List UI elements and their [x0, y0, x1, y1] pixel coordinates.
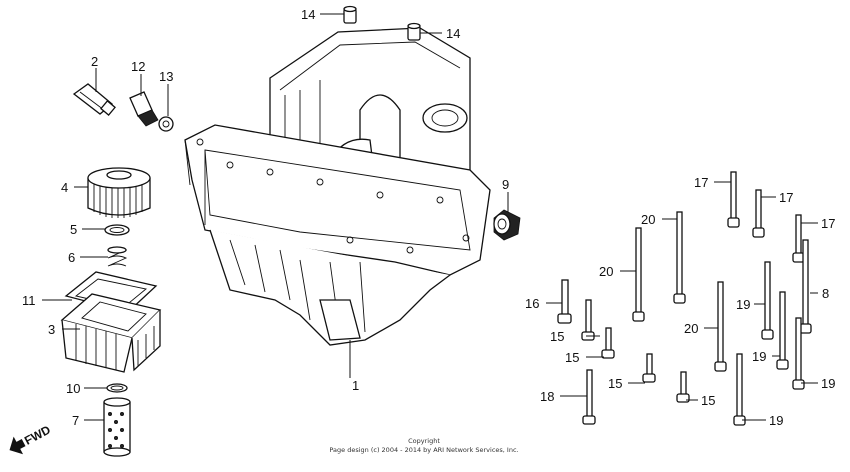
- bolt-19d[interactable]: [733, 353, 746, 426]
- label-part-20-c[interactable]: 20: [684, 321, 698, 336]
- label-part-2[interactable]: 2: [91, 54, 98, 69]
- label-part-12[interactable]: 12: [131, 59, 145, 74]
- dowel-pin-left[interactable]: [343, 5, 357, 24]
- label-part-6[interactable]: 6: [68, 250, 75, 265]
- oil-pressure-switch[interactable]: [129, 91, 159, 127]
- label-part-15-c[interactable]: 15: [608, 376, 622, 391]
- bolt-20b[interactable]: [632, 227, 645, 322]
- drain-bolt-sensor[interactable]: [72, 83, 116, 116]
- bolt-19c[interactable]: [792, 317, 805, 390]
- label-part-10[interactable]: 10: [66, 381, 80, 396]
- label-part-11[interactable]: 11: [22, 293, 36, 308]
- label-part-19-c[interactable]: 19: [821, 376, 835, 391]
- label-part-14-right[interactable]: 14: [446, 26, 460, 41]
- label-part-19-b[interactable]: 19: [752, 349, 766, 364]
- copyright-line-1: Copyright: [408, 437, 440, 445]
- forward-direction-indicator: FWD: [9, 422, 53, 455]
- bolt-19b[interactable]: [776, 291, 789, 370]
- oil-strainer[interactable]: [103, 397, 131, 457]
- o-ring[interactable]: [104, 224, 130, 236]
- label-part-8[interactable]: 8: [822, 286, 829, 301]
- bolt-17c[interactable]: [792, 214, 805, 263]
- bolt-15d[interactable]: [676, 371, 690, 403]
- label-part-15-a[interactable]: 15: [550, 329, 564, 344]
- label-part-15-d[interactable]: 15: [701, 393, 715, 408]
- bolt-16[interactable]: [557, 279, 572, 324]
- fwd-label: FWD: [22, 422, 53, 447]
- dowel-pin-right[interactable]: [407, 22, 421, 41]
- bolt-15c[interactable]: [642, 353, 656, 383]
- bolt-15b[interactable]: [601, 327, 615, 359]
- bolt-20c[interactable]: [714, 281, 727, 372]
- oil-filter[interactable]: [87, 167, 151, 218]
- forward-arrow-icon: [9, 436, 26, 455]
- bolt-8[interactable]: [799, 239, 812, 334]
- label-part-17-c[interactable]: 17: [821, 216, 835, 231]
- label-part-17-a[interactable]: 17: [694, 175, 708, 190]
- label-part-14-left[interactable]: 14: [301, 7, 315, 22]
- strainer-o-ring[interactable]: [106, 383, 128, 393]
- label-part-19-a[interactable]: 19: [736, 297, 750, 312]
- bolt-15a[interactable]: [581, 299, 595, 341]
- label-part-13[interactable]: 13: [159, 69, 173, 84]
- label-part-3[interactable]: 3: [48, 322, 55, 337]
- label-part-16[interactable]: 16: [525, 296, 539, 311]
- label-part-17-b[interactable]: 17: [779, 190, 793, 205]
- leader-lines: [42, 13, 818, 421]
- bolt-17a[interactable]: [727, 171, 740, 228]
- oil-seal[interactable]: [493, 209, 521, 241]
- label-part-15-b[interactable]: 15: [565, 350, 579, 365]
- label-part-9[interactable]: 9: [502, 177, 509, 192]
- bolt-17b[interactable]: [752, 189, 765, 238]
- label-part-5[interactable]: 5: [70, 222, 77, 237]
- label-part-20-b[interactable]: 20: [599, 264, 613, 279]
- copyright-line-2: Page design (c) 2004 - 2014 by ARI Netwo…: [329, 446, 518, 454]
- sealing-washer[interactable]: [158, 116, 174, 132]
- label-part-20-a[interactable]: 20: [641, 212, 655, 227]
- label-part-18[interactable]: 18: [540, 389, 554, 404]
- label-part-19-d[interactable]: 19: [769, 413, 783, 428]
- bolt-20a[interactable]: [673, 211, 686, 304]
- bolt-19a[interactable]: [761, 261, 774, 340]
- label-part-4[interactable]: 4: [61, 180, 68, 195]
- crankcase-lower-half[interactable]: [184, 27, 491, 346]
- relief-spring[interactable]: [107, 246, 128, 267]
- oil-pan[interactable]: [60, 293, 162, 373]
- bolt-18[interactable]: [582, 369, 596, 425]
- label-part-7[interactable]: 7: [72, 413, 79, 428]
- label-part-1[interactable]: 1: [352, 378, 359, 393]
